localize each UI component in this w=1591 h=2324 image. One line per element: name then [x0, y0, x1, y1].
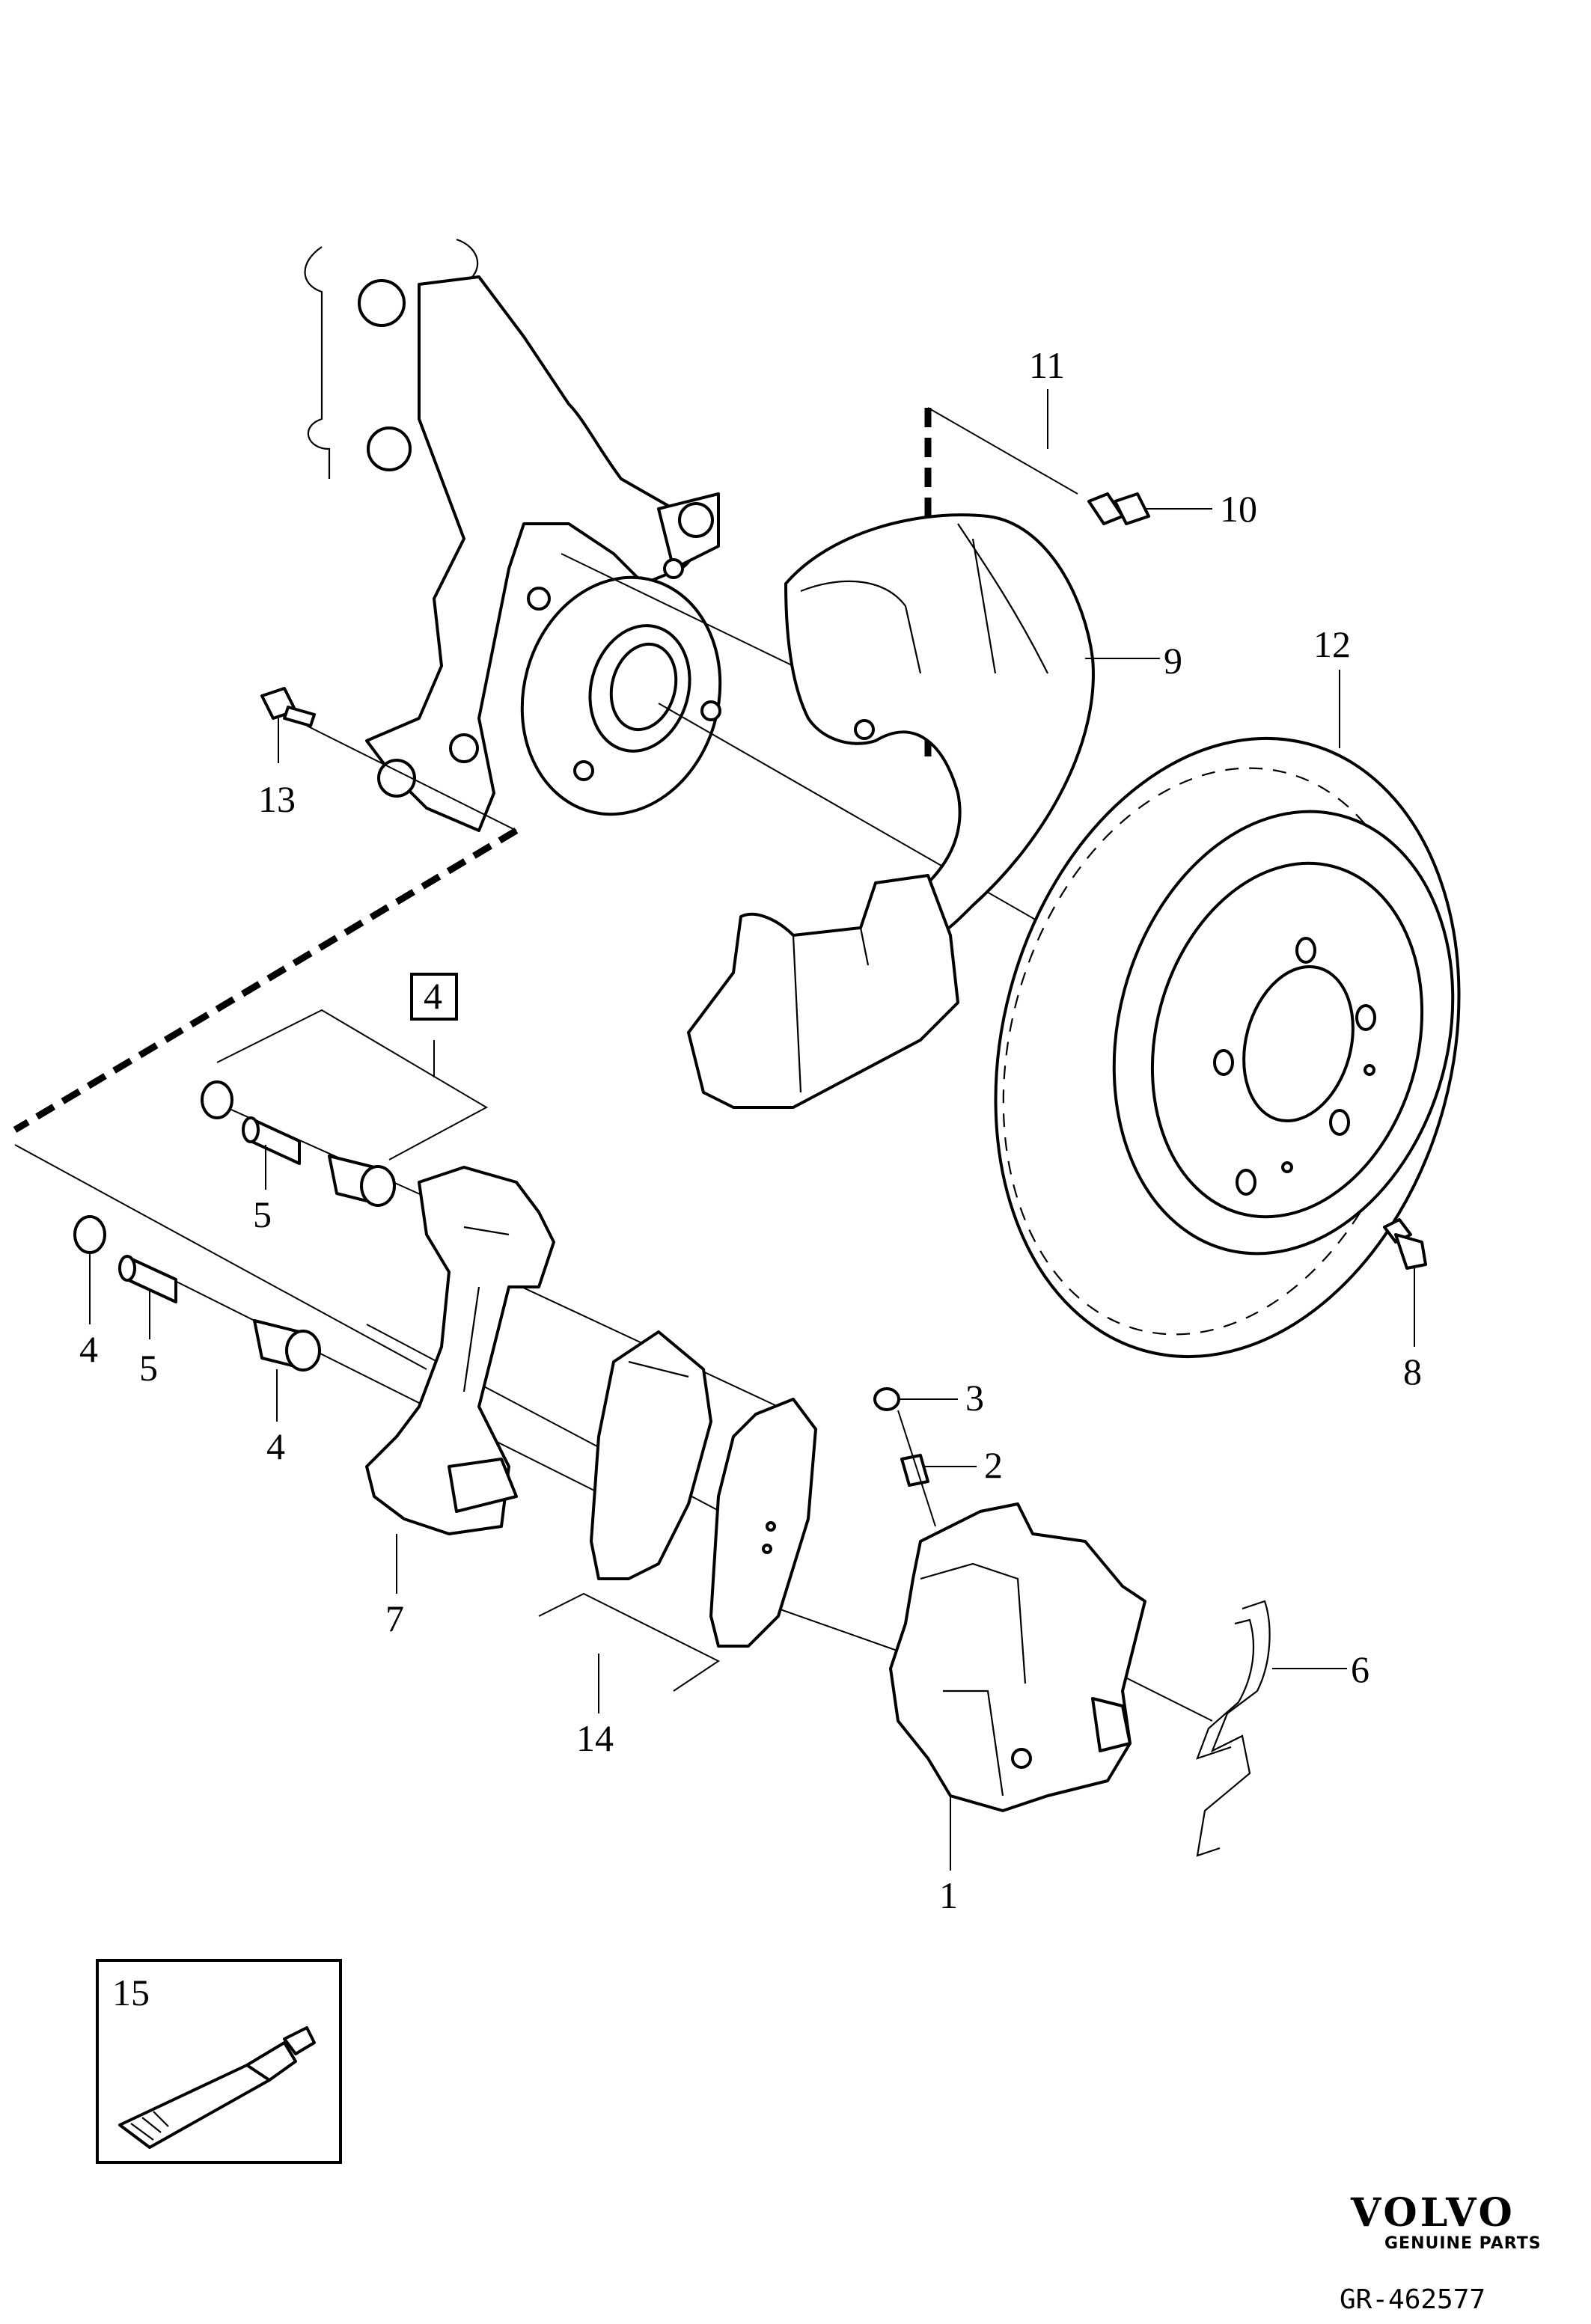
wheel-hub [520, 558, 722, 816]
callout-14-bracket [538, 1592, 720, 1692]
guide-pin-set-lower [73, 1215, 321, 1372]
callout-label-4-bushing: 4 [266, 1425, 285, 1467]
bolt-13 [260, 687, 316, 727]
callout-label-4-cap: 4 [79, 1328, 98, 1370]
callout-4-bracket [216, 1009, 489, 1161]
bolt-8 [1383, 1218, 1427, 1270]
genuine-parts-text: GENUINE PARTS [1384, 2234, 1542, 2253]
grease-tube-icon [118, 2026, 316, 2149]
reference-dashed-line-diagonal [13, 828, 519, 1133]
callout-label-2: 2 [984, 1444, 1003, 1486]
bleeder-screw [900, 1454, 929, 1487]
brake-splash-shield [784, 513, 1095, 939]
brake-disc [994, 736, 1461, 1359]
steering-knuckle [304, 238, 720, 832]
guide-pin-set-upper [201, 1080, 396, 1207]
outer-brake-pad-set [590, 1330, 817, 1648]
callout-label-6: 6 [1351, 1648, 1369, 1690]
callout-label-10: 10 [1220, 488, 1257, 530]
bolt-10 [1087, 492, 1150, 525]
caliper-carrier [365, 1166, 555, 1535]
dust-cap [873, 1387, 900, 1411]
callout-label-11: 11 [1029, 344, 1065, 386]
volvo-logo-text: VOLVO [1350, 2190, 1515, 2236]
callout-4-box [410, 973, 458, 1021]
callout-label-14: 14 [576, 1717, 614, 1759]
callout-label-5-upper: 5 [253, 1193, 272, 1235]
callout-label-9: 9 [1164, 640, 1182, 682]
callout-label-3: 3 [965, 1377, 984, 1419]
callout-label-5-lower: 5 [139, 1347, 158, 1389]
inner-brake-pad [687, 874, 959, 1109]
brake-caliper [889, 1502, 1146, 1812]
callout-label-12: 12 [1313, 623, 1351, 665]
callout-label-4-boxed: 4 [424, 975, 442, 1017]
callout-15-box [96, 1959, 342, 2164]
callout-label-13: 13 [258, 778, 296, 820]
diagram-reference-number: GR-462577 [1340, 2284, 1485, 2315]
callout-label-7: 7 [385, 1597, 404, 1639]
callout-label-15: 15 [112, 1972, 150, 2013]
anti-rattle-spring [1196, 1600, 1271, 1857]
callout-label-8: 8 [1403, 1351, 1422, 1392]
callout-label-1: 1 [939, 1874, 958, 1916]
